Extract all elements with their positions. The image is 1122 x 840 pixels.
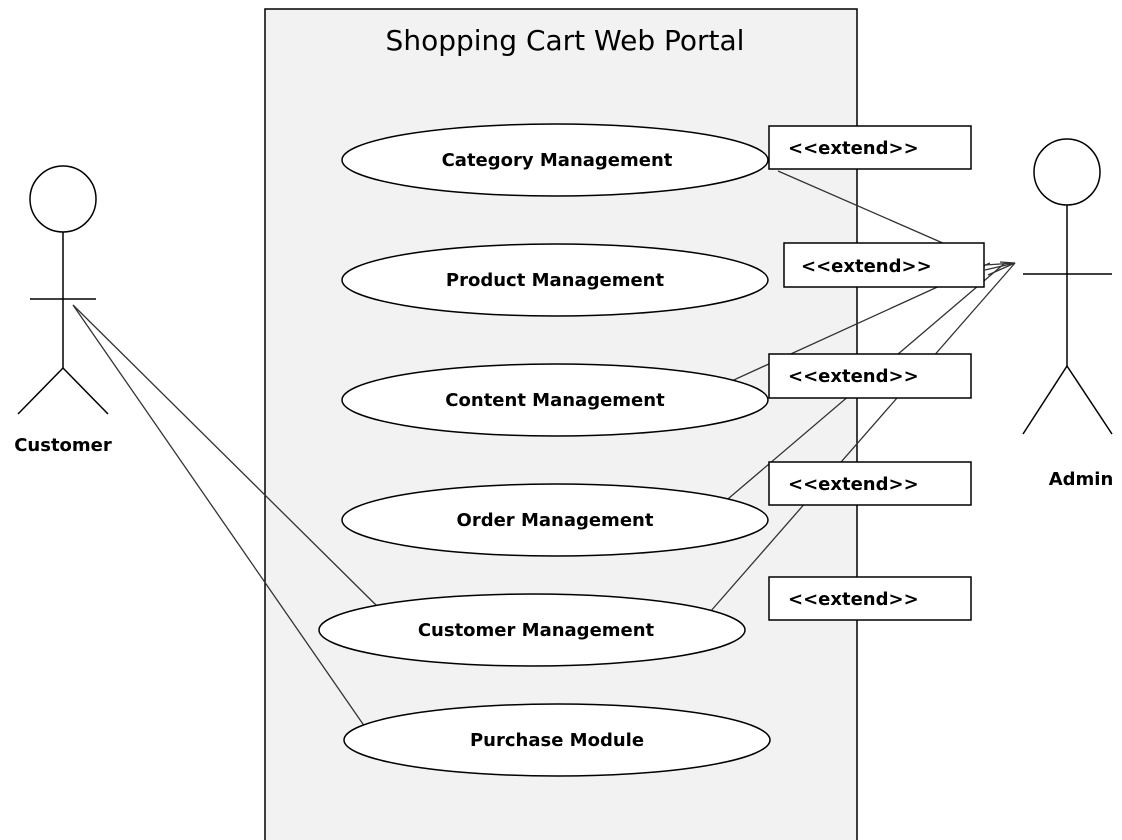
extend-text: <<extend>> (788, 589, 919, 610)
extend-box (783, 242, 985, 288)
actor-admin-label: Admin (1049, 469, 1114, 490)
extend-box (768, 353, 972, 399)
actor-admin[interactable] (1022, 138, 1113, 435)
extend-box (768, 576, 972, 621)
extend-box (768, 125, 972, 170)
extend-label-2: <<extend>> (783, 242, 985, 288)
extend-text: <<extend>> (788, 366, 919, 387)
extend-label-5: <<extend>> (768, 576, 972, 621)
use-case-label: Customer Management (418, 620, 655, 641)
use-case-ellipse (341, 243, 769, 317)
use-case-label: Purchase Module (470, 730, 644, 751)
use-case-ellipse (343, 703, 771, 777)
use-case-category-management[interactable]: Category Management (341, 123, 769, 197)
use-case-order-management[interactable]: Order Management (341, 483, 769, 557)
extend-arrowhead (984, 262, 1016, 266)
use-case-label: Content Management (445, 390, 665, 411)
extend-arrowhead (987, 262, 1016, 276)
actor-right-leg (62, 367, 109, 415)
use-case-label: Category Management (442, 150, 673, 171)
actor-left-leg (1022, 365, 1068, 435)
admin-to-customer-management-line (709, 262, 1016, 613)
actor-head (29, 165, 97, 233)
actor-customer-label: Customer (14, 435, 112, 456)
extend-label-1: <<extend>> (768, 125, 972, 170)
extend-label-4: <<extend>> (768, 461, 972, 506)
use-case-label: Product Management (446, 270, 665, 291)
admin-to-category-management-line (777, 170, 946, 245)
use-case-ellipse (341, 123, 769, 197)
actor-left-leg (17, 367, 64, 415)
system-title: Shopping Cart Web Portal (386, 24, 745, 57)
extend-text: <<extend>> (788, 474, 919, 495)
use-case-purchase-module[interactable]: Purchase Module (343, 703, 771, 777)
customer-to-customer-management-line (72, 304, 378, 607)
use-case-customer-management[interactable]: Customer Management (318, 593, 746, 667)
use-case-product-management[interactable]: Product Management (341, 243, 769, 317)
actor-right-leg (1066, 365, 1113, 435)
use-case-ellipse (318, 593, 746, 667)
actor-head (1033, 138, 1101, 206)
extend-box (768, 461, 972, 506)
use-case-content-management[interactable]: Content Management (341, 363, 769, 437)
extend-label-3: <<extend>> (768, 353, 972, 399)
use-case-label: Order Management (457, 510, 654, 531)
extend-arrowhead (984, 262, 1016, 271)
extend-arrowhead (999, 261, 1016, 264)
use-case-ellipse (341, 363, 769, 437)
use-case-ellipse (341, 483, 769, 557)
actor-customer[interactable] (17, 165, 109, 415)
extend-text: <<extend>> (788, 138, 919, 159)
extend-text: <<extend>> (801, 256, 932, 277)
customer-to-purchase-module-line (72, 304, 366, 728)
